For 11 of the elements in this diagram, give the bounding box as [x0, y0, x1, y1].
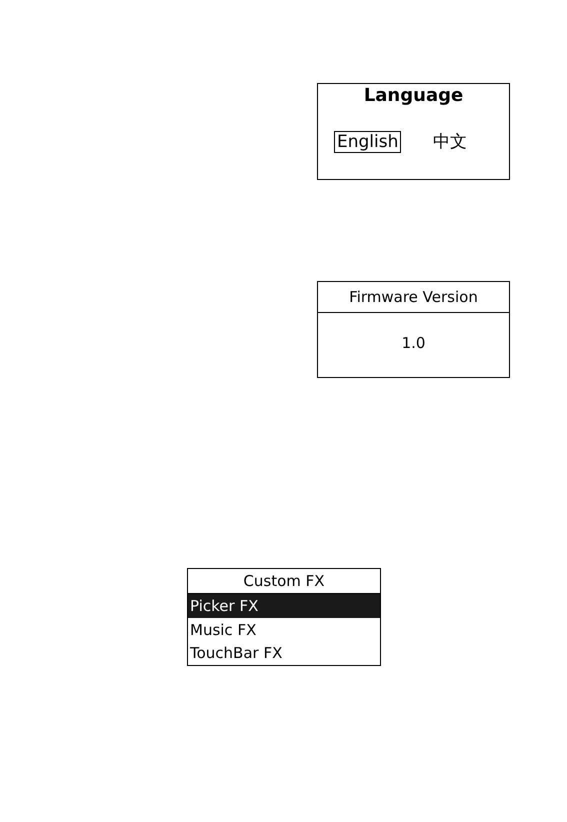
version-value: 1.0 [400, 334, 426, 352]
firmware-screen [317, 281, 510, 378]
selected-option: English [334, 131, 402, 154]
menu-item: Music FX [188, 618, 380, 642]
language-screen [317, 83, 510, 180]
menu-item: TouchBar FX [188, 641, 380, 665]
highlighted-menu-item: Picker FX [188, 594, 380, 618]
screen-title: Language [362, 85, 464, 107]
screen-header: Firmware Version [318, 282, 509, 313]
menu-screen [187, 568, 381, 666]
language-option: 中文 [430, 131, 470, 154]
